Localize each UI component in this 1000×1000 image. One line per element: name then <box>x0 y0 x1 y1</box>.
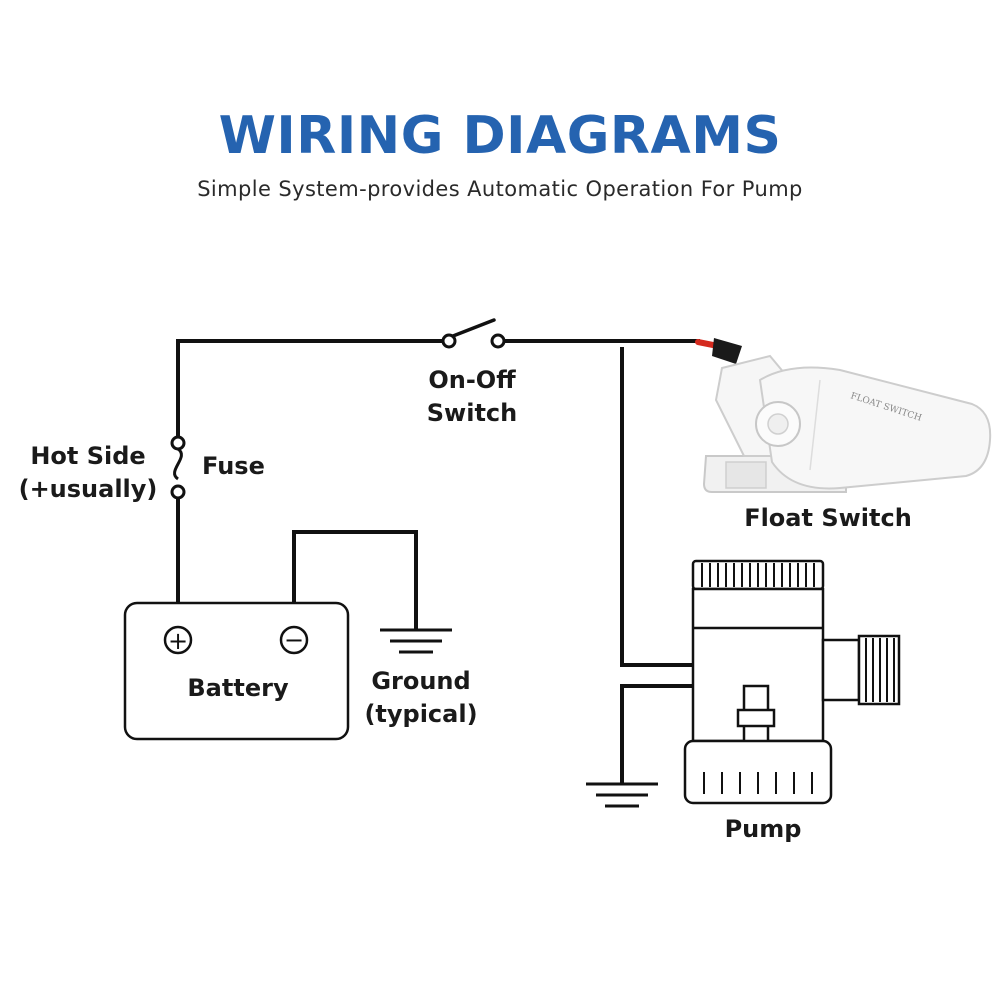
battery-positive-sign: + <box>168 627 188 655</box>
ground-label-line1: Ground <box>371 667 470 695</box>
battery-positive-terminal <box>163 625 193 655</box>
switch-contact-left <box>441 333 457 349</box>
float-switch-device: FLOAT SWITCH Float Switch <box>695 338 992 532</box>
switch-contact-right <box>490 333 506 349</box>
pump-ground-wire <box>620 684 694 784</box>
battery: + − Battery <box>123 601 350 741</box>
float-switch-label: Float Switch <box>744 504 912 532</box>
hot-side-label-line1: Hot Side <box>30 442 145 470</box>
diagram-subtitle: Simple System-provides Automatic Operati… <box>197 177 803 201</box>
ground-symbol-pump <box>586 782 658 808</box>
hot-side-label-line2: (+usually) <box>19 475 158 503</box>
pump-top-ribs <box>701 563 815 587</box>
fuse-contact-top <box>170 435 186 451</box>
battery-negative-sign: − <box>284 626 304 654</box>
hot-wire-fuse-top <box>176 339 444 439</box>
battery-negative-terminal <box>279 625 309 655</box>
battery-body <box>123 601 350 741</box>
switch-label-line1: On-Off <box>428 366 516 394</box>
fuse-label: Fuse <box>202 452 265 480</box>
battery-label: Battery <box>187 674 289 702</box>
float-to-pump-wire <box>620 347 694 667</box>
pump-base-slots <box>703 772 813 794</box>
fuse-element <box>173 447 183 481</box>
switch-label-line2: Switch <box>427 399 517 427</box>
pump-outlet-ribs <box>865 638 895 702</box>
battery-ground-wire <box>292 530 418 630</box>
pump-bolt <box>736 708 776 728</box>
diagram-title: WIRING DIAGRAMS <box>218 106 782 166</box>
float-switch-cable <box>712 338 742 364</box>
fuse-contact-bottom <box>170 484 186 500</box>
pump-outlet <box>821 638 861 702</box>
pump-label: Pump <box>725 815 802 843</box>
fuse: Fuse Hot Side (+usually) <box>19 435 265 503</box>
ground-symbol-battery <box>380 628 452 654</box>
ground-label-line2: (typical) <box>364 700 477 728</box>
pump-device <box>683 559 901 805</box>
on-off-switch: On-Off Switch <box>427 318 517 427</box>
switch-lever <box>451 318 496 338</box>
